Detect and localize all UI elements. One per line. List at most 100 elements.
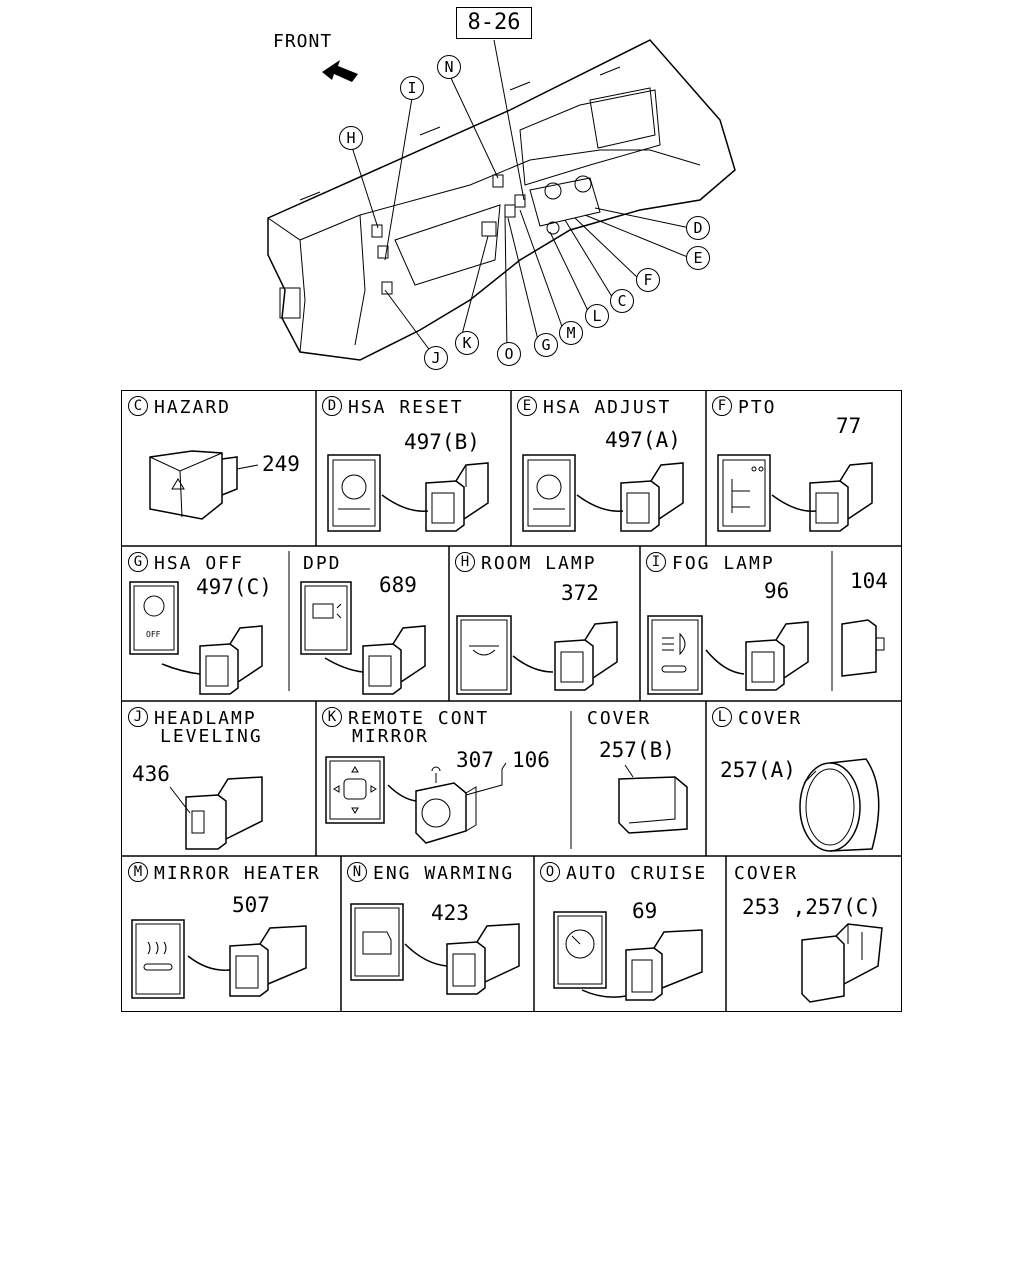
panel-remote-cont-mirror: K REMOTE CONT MIRROR 307 106: [316, 701, 571, 856]
panel-title: PTO: [738, 397, 777, 418]
panel-title: ENG WARMING: [373, 863, 515, 884]
callout-d: D: [686, 216, 710, 240]
hsa-reset-switch-icon: [327, 454, 489, 532]
part-number: 77: [836, 414, 862, 438]
front-arrow-icon: [322, 60, 358, 82]
panel-title: FOG LAMP: [672, 553, 775, 574]
panel-fog-lamp: I FOG LAMP 96: [640, 546, 832, 701]
panel-letter-c: C: [128, 396, 148, 416]
panel-title: COVER: [734, 863, 799, 884]
panel-letter-n: N: [347, 862, 367, 882]
panel-letter-e: E: [517, 396, 537, 416]
grid-lines: [122, 391, 901, 1011]
hsa-off-switch-icon: [129, 581, 263, 695]
part-number: 497(A): [605, 428, 681, 452]
room-lamp-switch-icon: [456, 615, 618, 695]
panel-cover-b: COVER 257(B): [571, 701, 706, 856]
panel-letter-k: K: [322, 707, 342, 727]
panel-letter-g: G: [128, 552, 148, 572]
callout-k: K: [455, 331, 479, 355]
callout-m: M: [559, 321, 583, 345]
panel-headlamp-leveling: J HEADLAMP LEVELING 436: [122, 701, 316, 856]
cover-c-icon: [801, 923, 883, 1003]
panel-letter-m: M: [128, 862, 148, 882]
panel-title: AUTO CRUISE: [566, 863, 708, 884]
panel-title: HSA RESET: [348, 397, 464, 418]
panel-title: HSA ADJUST: [543, 397, 672, 418]
callout-l: L: [585, 304, 609, 328]
part-number: 307: [456, 748, 494, 772]
panel-letter-h: H: [455, 552, 475, 572]
part-number: 507: [232, 893, 270, 917]
part-number-2: 106: [512, 748, 550, 772]
panel-title: HSA OFF: [154, 553, 244, 574]
fog-lamp-cover-icon: [841, 619, 885, 677]
part-number: 249: [262, 452, 300, 476]
panel-eng-warming: N ENG WARMING 423: [341, 856, 534, 1011]
callout-j: J: [424, 346, 448, 370]
eng-warming-switch-icon: [350, 903, 520, 995]
off-icon-label: OFF: [146, 630, 161, 639]
callout-n: N: [437, 55, 461, 79]
part-number: 257(B): [599, 738, 675, 762]
part-number: 257(A): [720, 758, 796, 782]
part-number: 96: [764, 579, 790, 603]
callout-f: F: [636, 268, 660, 292]
panel-hsa-off: G HSA OFF 497(C) OFF: [122, 546, 289, 701]
panel-title-line2: LEVELING: [160, 726, 263, 747]
callout-i: I: [400, 76, 424, 100]
panel-letter-l: L: [712, 707, 732, 727]
panel-title: HAZARD: [154, 397, 232, 418]
fog-lamp-switch-icon: [647, 615, 809, 695]
dpd-switch-icon: [300, 581, 426, 695]
remote-mirror-switch-icon: [325, 756, 507, 844]
part-number: 436: [132, 762, 170, 786]
parts-grid: C HAZARD 249 D HSA RESET 497(B) E HSA ADJUS…: [121, 390, 902, 1012]
cover-b-icon: [618, 764, 688, 834]
part-number: 497(C): [196, 575, 272, 599]
callout-o: O: [497, 342, 521, 366]
panel-fog-lamp-extra: 104: [832, 546, 901, 701]
part-number: 104: [850, 569, 888, 593]
part-number: 253 ,257(C): [742, 895, 882, 919]
front-direction-label: FRONT: [273, 31, 333, 52]
callout-e: E: [686, 246, 710, 270]
cover-a-icon: [799, 758, 880, 852]
panel-hsa-reset: D HSA RESET 497(B): [316, 391, 511, 546]
pto-switch-icon: [717, 454, 873, 532]
panel-letter-o: O: [540, 862, 560, 882]
panel-title: DPD: [303, 553, 342, 574]
dashboard-illustration: [267, 39, 736, 361]
callout-c: C: [610, 289, 634, 313]
panel-letter-d: D: [322, 396, 342, 416]
panel-auto-cruise: O AUTO CRUISE 69: [534, 856, 726, 1011]
headlamp-leveling-switch-icon: [169, 776, 263, 850]
panel-hsa-adjust: E HSA ADJUST 497(A): [511, 391, 706, 546]
hazard-switch-icon: [149, 450, 259, 520]
part-number: 423: [431, 901, 469, 925]
hsa-adjust-switch-icon: [522, 454, 684, 532]
callout-g: G: [534, 333, 558, 357]
panel-title: REMOTE CONT: [348, 708, 490, 729]
part-number: 689: [379, 573, 417, 597]
panel-pto: F PTO 77: [706, 391, 901, 546]
part-number: 497(B): [404, 430, 480, 454]
panel-mirror-heater: M MIRROR HEATER 507: [122, 856, 341, 1011]
panel-letter-f: F: [712, 396, 732, 416]
panel-dpd: DPD 689: [289, 546, 449, 701]
panel-title: HEADLAMP: [154, 708, 257, 729]
callout-h: H: [339, 126, 363, 150]
panel-title: MIRROR HEATER: [154, 863, 321, 884]
panel-letter-j: J: [128, 707, 148, 727]
part-number: 372: [561, 581, 599, 605]
panel-title-line2: MIRROR: [352, 726, 430, 747]
panel-letter-i: I: [646, 552, 666, 572]
panel-hazard: C HAZARD 249: [122, 391, 316, 546]
panel-cover-c: COVER 253 ,257(C): [726, 856, 901, 1011]
page-reference-box: 8-26: [456, 7, 532, 39]
panel-title: COVER: [587, 708, 652, 729]
part-number: 69: [632, 899, 658, 923]
auto-cruise-switch-icon: [553, 911, 703, 1001]
